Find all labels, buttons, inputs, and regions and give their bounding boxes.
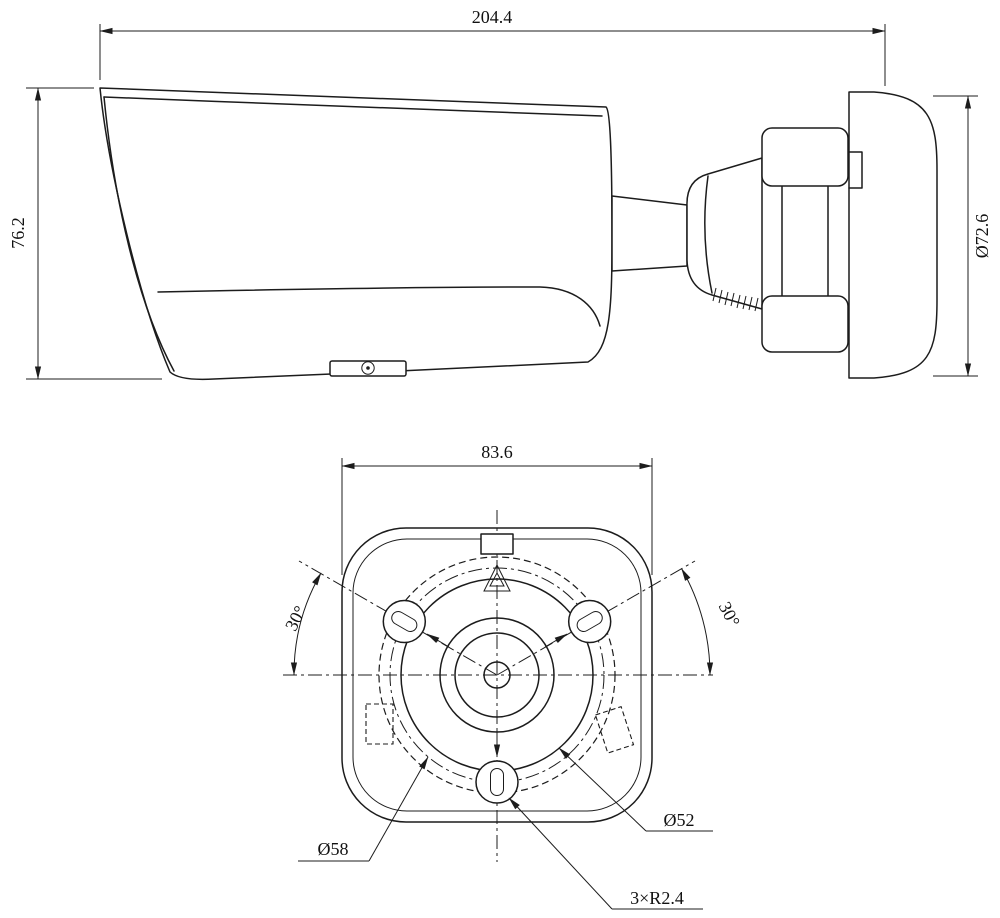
screw-hole-top-right (567, 599, 612, 644)
boss-circle-label: Ø52 (664, 810, 695, 830)
hood-inner-top (103, 96, 603, 117)
slot-radius-label: 3×R2.4 (630, 888, 684, 908)
right-angle-dimension: 30° (681, 568, 744, 676)
boss-circle-callout: Ø52 (558, 747, 713, 832)
top-tab (480, 533, 514, 555)
bolt-circle-arrows (426, 633, 568, 758)
right-angle-label: 30° (715, 599, 744, 631)
hidden-edge-circle (378, 556, 616, 794)
centerlines (283, 510, 713, 862)
rear-view: 83.6 30° 30° Ø58 Ø52 3×R2.4 (281, 442, 744, 910)
hood-mouth-line (157, 286, 601, 327)
rear-width-dimension: 83.6 (341, 442, 653, 575)
side-slot-right (594, 705, 635, 754)
bolt-circle-callout: Ø58 (298, 756, 429, 862)
bolt-circle (389, 567, 605, 783)
bolt-circle-label: Ø58 (318, 839, 349, 859)
screw-hole-bottom (475, 760, 519, 804)
length-dimension: 204.4 (99, 7, 886, 86)
slot-radius-callout: 3×R2.4 (508, 797, 703, 910)
bottom-screw-detail (329, 360, 407, 377)
base-diameter-label: Ø72.6 (972, 214, 992, 259)
camera-housing (99, 87, 613, 381)
knurl-lines (712, 287, 759, 312)
screw-hole-top-left (382, 599, 427, 644)
triangle-symbol (483, 563, 511, 592)
hood-inner-front (103, 96, 175, 372)
side-view: 204.4 76.2 Ø72.6 (8, 7, 992, 381)
mount-base (848, 91, 938, 379)
height-dimension: 76.2 (8, 87, 162, 380)
length-dimension-label: 204.4 (472, 7, 513, 27)
mount-arm (611, 195, 688, 272)
base-diameter-dimension: Ø72.6 (933, 95, 992, 377)
height-dimension-label: 76.2 (8, 217, 28, 249)
swivel-joint (686, 157, 763, 312)
side-slot-left (365, 703, 394, 745)
left-angle-dimension: 30° (281, 572, 322, 676)
mount-bracket (761, 127, 849, 353)
rear-width-label: 83.6 (481, 442, 513, 462)
housing-outline (99, 87, 613, 381)
left-angle-label: 30° (281, 603, 310, 635)
